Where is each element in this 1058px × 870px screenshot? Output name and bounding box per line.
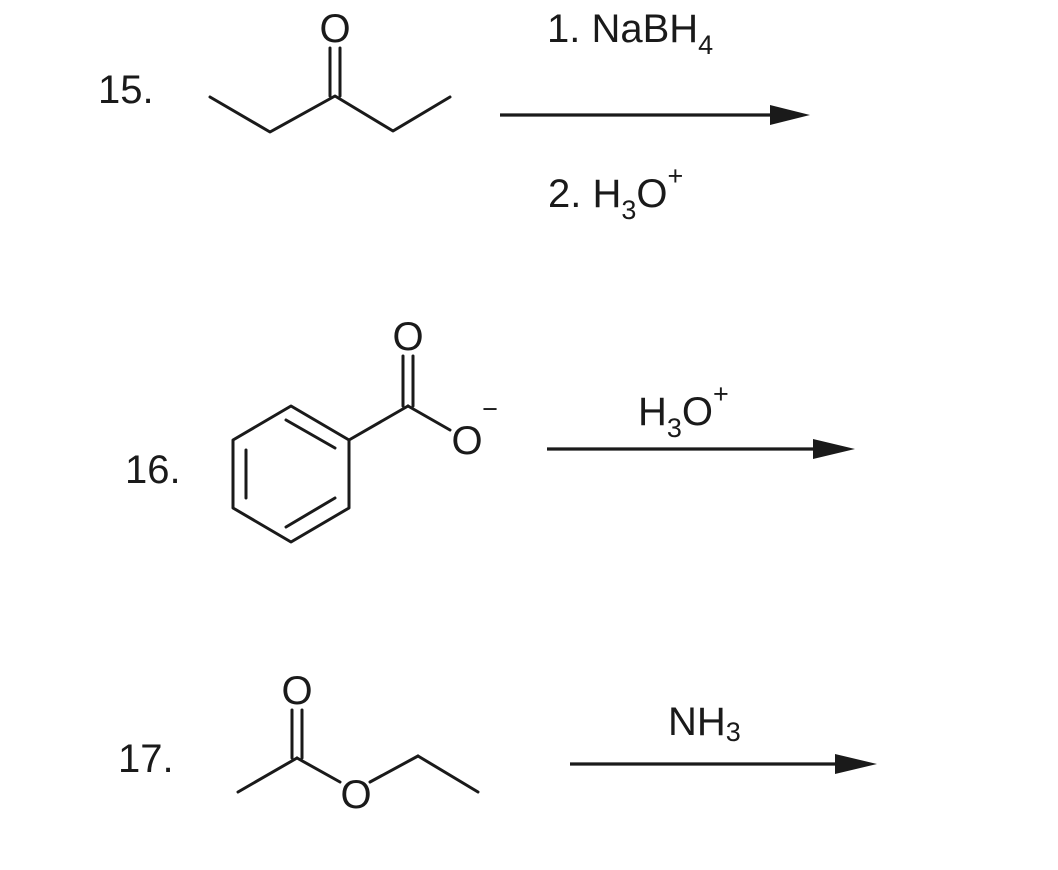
problem-number: 15.	[98, 68, 154, 112]
ring-to-carboxyl-bond	[347, 404, 410, 442]
carbon-oxygen-single-bond	[295, 756, 342, 784]
reaction-arrow	[547, 439, 855, 459]
oxygen-ethyl-bond	[368, 754, 420, 784]
methyl-bond	[236, 756, 299, 794]
reaction-arrow	[570, 754, 877, 774]
reagent-step-1: 1. NaBH4	[547, 7, 713, 60]
ring-inner-bond-1	[284, 418, 337, 450]
problem-number: 17.	[118, 737, 174, 781]
arrowhead-icon	[813, 439, 855, 459]
reagent-step-1: NH3	[668, 700, 741, 747]
ethyl-bond	[416, 754, 480, 794]
carbon-oxygen-single-bond	[406, 404, 452, 432]
ester-oxygen-label: O	[340, 773, 371, 817]
carbonyl-oxygen-label: O	[392, 315, 423, 359]
problem-15: 15. O 1. NaBH4 2. H3O+	[98, 7, 810, 225]
reactant-structure: O	[208, 7, 452, 134]
reagent-step-1: H3O+	[638, 379, 729, 443]
reactant-structure: O O	[236, 669, 480, 817]
anion-oxygen-label: O	[451, 419, 482, 463]
reactant-structure: O O −	[231, 315, 498, 544]
problem-16: 16. O O − H3O+	[125, 315, 855, 544]
negative-charge: −	[482, 394, 498, 424]
ring-inner-bond-2	[284, 496, 337, 529]
arrowhead-icon	[770, 105, 810, 125]
reagent-step-2: 2. H3O+	[548, 161, 683, 225]
benzene-ring-icon	[231, 404, 351, 544]
problem-17: 17. O O NH3	[118, 669, 877, 817]
reaction-arrow	[500, 105, 810, 125]
arrowhead-icon	[835, 754, 877, 774]
problem-number: 16.	[125, 448, 181, 492]
oxygen-atom-label: O	[319, 7, 350, 51]
carbon-chain-bonds	[208, 94, 452, 134]
carbonyl-oxygen-label: O	[281, 669, 312, 713]
